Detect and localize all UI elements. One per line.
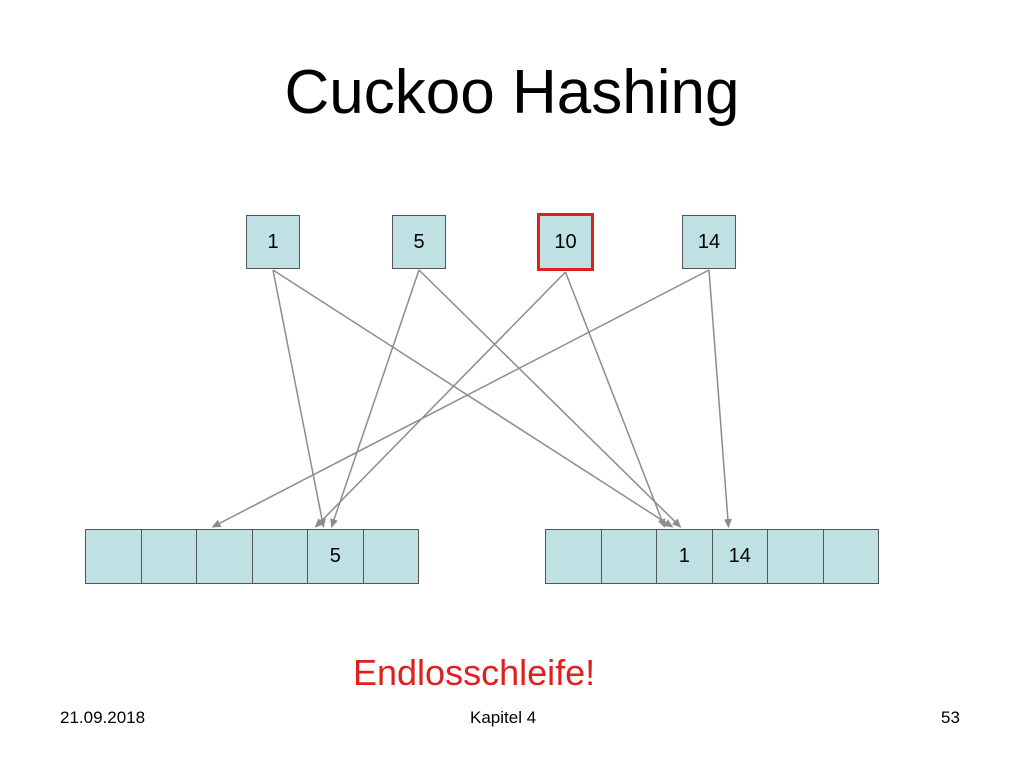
hash-arrow [564, 271, 666, 528]
key-box-5: 5 [392, 215, 446, 269]
hash-arrow [272, 269, 326, 528]
table2-slot [600, 529, 657, 584]
hash-arrow [272, 269, 674, 528]
hash-arrow [418, 269, 682, 528]
table2-slot [822, 529, 879, 584]
hash-arrow [314, 271, 567, 528]
table2-slot: 14 [711, 529, 768, 584]
table2-slot: 1 [656, 529, 713, 584]
table1-slot [362, 529, 419, 584]
hash-arrow [708, 269, 732, 528]
key-box-14: 14 [682, 215, 736, 269]
hash-table-2: 1 14 [545, 529, 879, 584]
key-box-1: 1 [246, 215, 300, 269]
slide-title: Cuckoo Hashing [284, 58, 740, 127]
table2-slot [545, 529, 602, 584]
endless-loop-label: Endlosschleife! [353, 652, 596, 693]
table2-slot [767, 529, 824, 584]
footer-chapter: Kapitel 4 [470, 708, 537, 727]
footer-page-number: 53 [941, 708, 960, 727]
key-box-10-highlighted: 10 [537, 213, 594, 271]
table1-slot: 5 [307, 529, 364, 584]
hash-arrow [211, 269, 710, 528]
table1-slot [140, 529, 197, 584]
table1-slot [85, 529, 142, 584]
hash-table-1: 5 [85, 529, 419, 584]
footer-date: 21.09.2018 [60, 708, 146, 727]
hash-arrow [330, 269, 420, 528]
